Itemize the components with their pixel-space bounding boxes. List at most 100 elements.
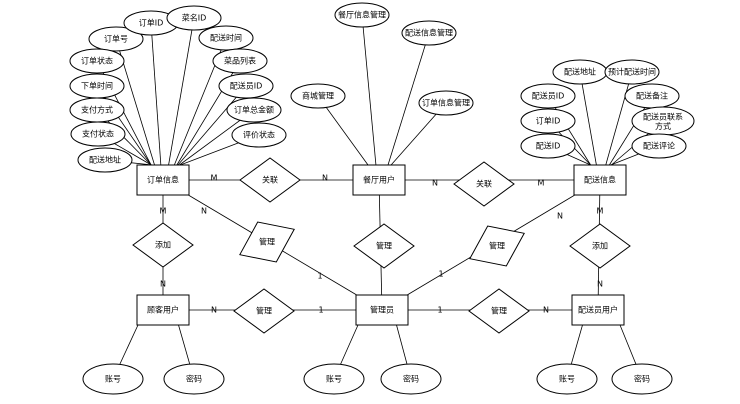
connector-line (177, 85, 247, 166)
node-label: 配送时间 (210, 33, 242, 43)
node-label: 管理 (489, 241, 505, 251)
cardinality-customer-order-n: N (160, 280, 166, 289)
cardinality-admin-customer-1: 1 (318, 306, 323, 315)
node-label: 密码 (634, 374, 650, 384)
relationship-courier-delivery: 添加 (569, 223, 631, 269)
attribute-ellipse (212, 48, 268, 74)
node-label: 支付方式 (81, 105, 113, 115)
entity-box (573, 164, 627, 196)
node-label: 配送员用户 (578, 305, 618, 315)
attribute-delivery-1: 预计配送时间 (604, 59, 660, 85)
attribute-ellipse (380, 363, 442, 395)
node-label: 配送信息管理 (405, 28, 453, 38)
attribute-ellipse (418, 90, 474, 116)
attribute-delivery-5: 配送员联系方式 (631, 106, 695, 136)
entity-box (571, 294, 625, 326)
attribute-ellipse (166, 5, 222, 31)
attribute-order-7: 配送员ID (218, 73, 274, 99)
node-label: 配送ID (536, 141, 561, 151)
node-label: 配送地址 (564, 67, 596, 77)
label-line: 配送员联系 (643, 111, 683, 121)
attribute-restaurant_user-0: 餐厅信息管理 (334, 2, 390, 28)
attribute-ellipse (290, 83, 346, 109)
attribute-restaurant_user-3: 订单信息管理 (418, 90, 474, 116)
entity-restaurant-user: 餐厅用户 (352, 164, 406, 196)
attribute-ellipse (611, 363, 673, 395)
node-label: 关联 (476, 179, 492, 189)
node-label: 管理员 (370, 305, 394, 315)
connector-line (361, 14, 377, 166)
node-label: 订单状态 (81, 56, 113, 66)
connector-line (579, 71, 597, 166)
node-label: 配送评论 (643, 141, 675, 151)
node-label: 预计配送时间 (608, 67, 656, 77)
attribute-ellipse (88, 26, 144, 52)
entity-box (136, 294, 190, 326)
relationship-diamond (239, 221, 295, 263)
node-label: 密码 (186, 374, 202, 384)
entity-order: 订单信息 (136, 164, 190, 196)
node-label: 订单ID (139, 18, 164, 28)
relationship-diamond (468, 288, 530, 334)
attribute-order-10: 支付状态 (70, 121, 126, 147)
relationship-restaurant-delivery: 关联 (453, 161, 515, 207)
relationship-customer-order: 添加 (132, 222, 194, 268)
relationship-admin-courier: 管理 (468, 288, 530, 334)
node-label: 订单信息 (147, 175, 179, 185)
label-line: 方式 (655, 120, 671, 130)
attribute-delivery-7: 配送评论 (631, 133, 687, 159)
connector-line (168, 17, 195, 166)
node-label: 账号 (559, 375, 575, 384)
node-label: 添加 (592, 241, 608, 251)
node-label: 管理 (376, 241, 392, 251)
relationship-diamond (453, 161, 515, 207)
attribute-ellipse (231, 122, 287, 148)
attribute-ellipse (198, 25, 254, 51)
attribute-order-2: 菜名ID (166, 5, 222, 31)
cardinality-order-admin-n: N (201, 207, 207, 216)
node-label: 添加 (155, 240, 171, 250)
node-label: 管理 (256, 306, 272, 316)
cardinality-order-customer-m: M (160, 207, 167, 216)
attribute-customer-0: 账号 (82, 363, 144, 395)
attribute-order-4: 订单状态 (69, 48, 125, 74)
cardinality-customer-admin-n: N (211, 306, 217, 315)
cardinality-delivery-courier-m: M (597, 207, 604, 216)
attribute-ellipse (70, 121, 126, 147)
relationship-diamond (469, 225, 525, 267)
node-label: 下单时间 (81, 81, 113, 91)
cardinality-admin-order-1: 1 (317, 272, 322, 281)
relationship-diamond (233, 288, 295, 334)
cardinality-courier-delivery-n: N (597, 280, 603, 289)
entity-admin: 管理员 (355, 294, 409, 326)
node-label: 订单ID (536, 116, 561, 126)
node-label: 管理 (491, 306, 507, 316)
node-label: 顾客用户 (147, 305, 179, 315)
cardinality-order-restaurant-n: N (322, 174, 328, 183)
node-label: 账号 (326, 375, 342, 384)
node-label: 订单号 (104, 34, 128, 44)
cardinality-admin-courier-1: 1 (437, 306, 442, 315)
cardinality-restaurant-delivery-n: N (432, 179, 438, 188)
node-label: 支付状态 (82, 129, 114, 139)
attribute-admin-0: 账号 (303, 363, 365, 395)
relationship-delivery-admin: 管理 (469, 225, 525, 267)
node-label: 管理 (259, 237, 275, 247)
attribute-order-3: 配送时间 (198, 25, 254, 51)
attribute-customer-1: 密码 (163, 363, 225, 395)
connector-line (605, 71, 633, 166)
relationship-restaurant-admin: 管理 (353, 223, 415, 269)
attribute-delivery-6: 配送ID (520, 133, 576, 159)
node-label: 配送员ID (230, 81, 263, 91)
node-label: 密码 (403, 374, 419, 384)
attribute-ellipse (536, 363, 598, 395)
attribute-ellipse (226, 97, 282, 123)
attribute-order-8: 支付方式 (69, 97, 125, 123)
node-label: 关联 (262, 175, 278, 185)
cardinality-order-restaurant-m: M (211, 174, 218, 183)
attribute-courier-1: 密码 (611, 363, 673, 395)
diagram-nodes: 订单号订单ID菜名ID配送时间订单状态菜品列表下单时间配送员ID支付方式订单总金… (69, 2, 695, 395)
attribute-ellipse (401, 20, 457, 46)
cardinality-delivery-admin-n: N (557, 212, 563, 221)
node-label: 评价状态 (243, 130, 275, 140)
